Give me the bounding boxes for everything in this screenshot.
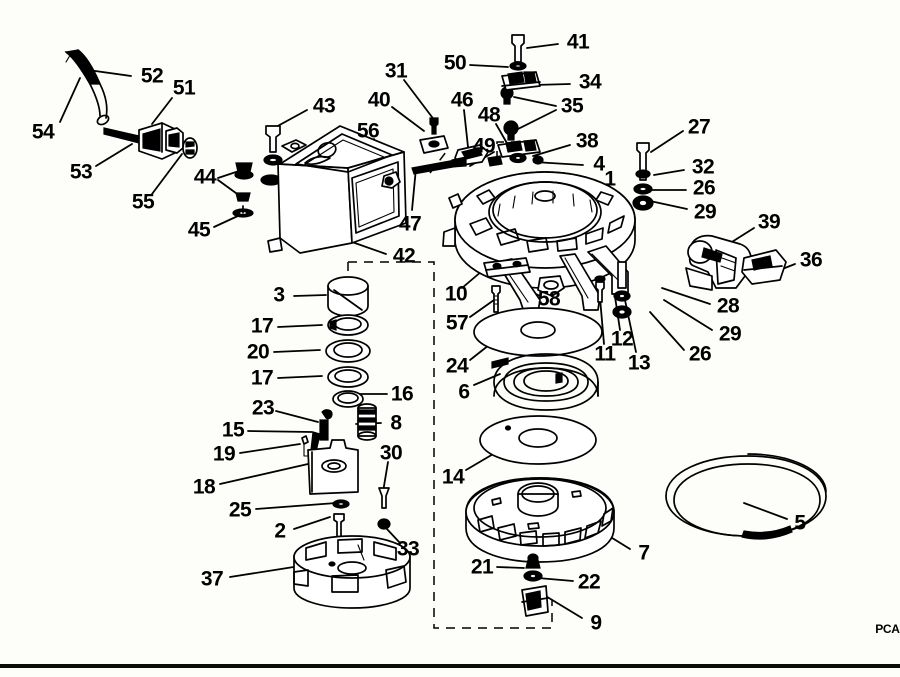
starter-housing bbox=[442, 171, 636, 313]
callout-number-10: 10 bbox=[444, 282, 468, 306]
callout-number-50: 50 bbox=[443, 51, 467, 75]
bolt-stack-right bbox=[632, 142, 654, 211]
callout-number-6: 6 bbox=[458, 380, 470, 404]
wire-lead-assembly bbox=[64, 49, 198, 160]
callout-number-27: 27 bbox=[687, 115, 711, 139]
callout-number-13: 13 bbox=[627, 351, 651, 375]
callout-number-56: 56 bbox=[356, 119, 380, 143]
center-fasteners bbox=[594, 261, 632, 319]
callout-number-53: 53 bbox=[69, 160, 93, 184]
callout-number-26b: 26 bbox=[688, 342, 712, 366]
starter-rope bbox=[665, 453, 827, 540]
callout-number-14: 14 bbox=[441, 465, 465, 489]
callout-number-39: 39 bbox=[757, 210, 781, 234]
callout-number-46: 46 bbox=[450, 88, 474, 112]
callout-number-12: 12 bbox=[610, 327, 634, 351]
callout-number-40: 40 bbox=[367, 88, 391, 112]
callout-number-38: 38 bbox=[575, 129, 599, 153]
callout-number-7: 7 bbox=[638, 541, 650, 565]
callout-number-5: 5 bbox=[794, 511, 806, 535]
callout-number-44: 44 bbox=[193, 165, 217, 189]
callout-number-42: 42 bbox=[392, 244, 416, 268]
callout-number-25: 25 bbox=[228, 498, 252, 522]
callout-number-19: 19 bbox=[212, 442, 236, 466]
callout-number-57: 57 bbox=[445, 311, 469, 335]
callout-number-47: 47 bbox=[398, 212, 422, 236]
callout-number-2: 2 bbox=[274, 519, 286, 543]
starter-handle-group bbox=[685, 234, 787, 291]
washer-plate bbox=[479, 415, 597, 465]
callout-number-32: 32 bbox=[691, 155, 715, 179]
callout-number-3: 3 bbox=[273, 283, 285, 307]
recoil-spring bbox=[491, 353, 599, 411]
footer-rule bbox=[0, 664, 900, 668]
callout-number-21: 21 bbox=[470, 555, 494, 579]
pulley-retainers bbox=[521, 553, 549, 617]
callout-number-49: 49 bbox=[472, 134, 496, 158]
callout-number-8: 8 bbox=[390, 411, 402, 435]
callout-number-48: 48 bbox=[477, 103, 501, 127]
starter-bracket-cover bbox=[267, 125, 407, 254]
callout-number-1: 1 bbox=[604, 167, 616, 191]
callout-number-17: 17 bbox=[250, 314, 274, 338]
callout-number-45: 45 bbox=[187, 218, 211, 242]
callout-number-36: 36 bbox=[799, 248, 823, 272]
callout-number-31: 31 bbox=[384, 59, 408, 83]
callout-number-16: 16 bbox=[390, 382, 414, 406]
callout-number-43: 43 bbox=[312, 94, 336, 118]
callout-number-15: 15 bbox=[221, 418, 245, 442]
callout-number-55: 55 bbox=[131, 190, 155, 214]
callout-number-17b: 17 bbox=[250, 366, 274, 390]
friction-plate bbox=[473, 307, 603, 357]
callout-number-30: 30 bbox=[379, 441, 403, 465]
callout-number-9: 9 bbox=[590, 611, 602, 635]
callout-number-28: 28 bbox=[716, 294, 740, 318]
clamp-assembly bbox=[483, 257, 531, 313]
lower-left-hardware bbox=[293, 403, 411, 609]
callout-number-4: 4 bbox=[593, 152, 605, 176]
callout-number-51: 51 bbox=[172, 76, 196, 100]
seal-stack bbox=[325, 276, 371, 408]
callout-number-29b: 29 bbox=[718, 322, 742, 346]
callout-number-24: 24 bbox=[445, 354, 469, 378]
callout-number-54: 54 bbox=[31, 120, 55, 144]
callout-number-58: 58 bbox=[537, 287, 561, 311]
callout-number-37: 37 bbox=[200, 567, 224, 591]
bracket-hardware bbox=[232, 125, 283, 218]
callout-number-35: 35 bbox=[560, 94, 584, 118]
callout-number-18: 18 bbox=[192, 475, 216, 499]
callout-number-26: 26 bbox=[692, 176, 716, 200]
callout-number-22: 22 bbox=[577, 570, 601, 594]
callout-number-20: 20 bbox=[246, 340, 270, 364]
callout-number-23: 23 bbox=[251, 396, 275, 420]
callout-number-29: 29 bbox=[693, 200, 717, 224]
callout-number-52: 52 bbox=[140, 64, 164, 88]
callout-number-34: 34 bbox=[578, 70, 602, 94]
callout-number-11: 11 bbox=[594, 342, 616, 366]
linkage-hardware bbox=[411, 34, 544, 175]
callout-number-33: 33 bbox=[396, 537, 420, 561]
callout-number-41: 41 bbox=[566, 30, 590, 54]
part-code-label: PCA1 bbox=[875, 622, 900, 636]
rope-pulley bbox=[465, 477, 615, 563]
